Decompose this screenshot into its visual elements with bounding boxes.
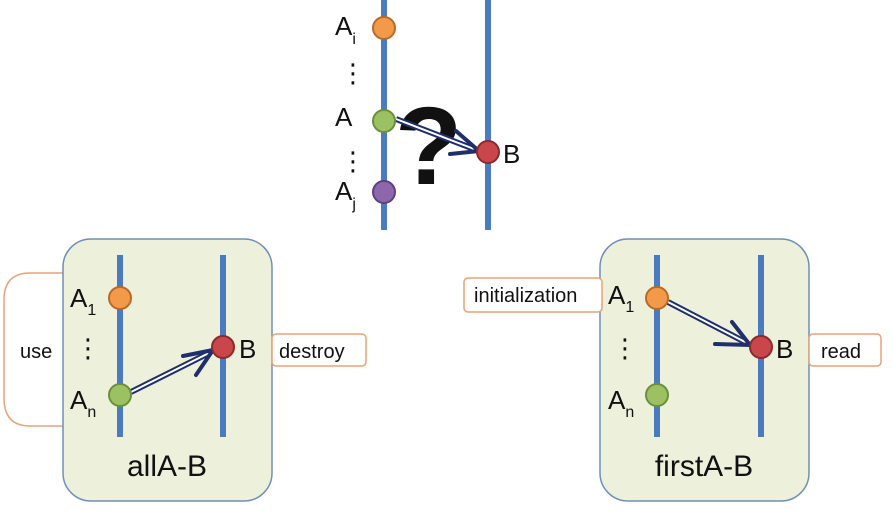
right-node-a1 [645, 286, 669, 310]
right-label-b: B [776, 334, 793, 364]
use-label: use [20, 341, 52, 363]
use-loop-callout [3, 272, 63, 427]
node-a-i [372, 16, 396, 40]
left-dots: ⋮ [75, 333, 101, 363]
label-b-top: B [503, 139, 520, 169]
node-b-top [476, 140, 500, 164]
left-label-a1: A1 [70, 283, 96, 319]
right-label-an: An [608, 385, 634, 421]
dots-top-2: ⋮ [340, 146, 366, 176]
left-label-an: An [70, 385, 96, 421]
right-node-an [645, 383, 669, 407]
node-a-j [372, 180, 396, 204]
right-dots: ⋮ [612, 333, 638, 363]
right-panel: initialization read A1 ⋮ An B firstA-B [463, 238, 882, 502]
destroy-callout [271, 333, 367, 367]
right-label-a1: A1 [608, 280, 634, 316]
left-node-an [108, 383, 132, 407]
label-a-j: Aj [335, 176, 356, 213]
right-node-b [749, 335, 773, 359]
left-label-b: B [239, 334, 256, 364]
initialization-label: initialization [474, 285, 577, 307]
top-section: Ai ⋮ A ⋮ Aj B ? [335, 0, 520, 230]
read-label: read [821, 341, 861, 363]
left-node-a1 [108, 286, 132, 310]
node-a [372, 109, 396, 133]
initialization-callout [463, 277, 603, 313]
left-node-b [211, 335, 235, 359]
question-mark: ? [395, 85, 462, 208]
left-panel: destroy use A1 ⋮ An B allA-B [3, 238, 367, 502]
use-label-bg [16, 336, 62, 366]
left-panel-title: allA-B [127, 450, 207, 483]
read-callout [808, 333, 882, 367]
label-a: A [335, 102, 353, 132]
label-a-i: Ai [335, 11, 356, 48]
destroy-label: destroy [279, 341, 345, 363]
right-panel-title: firstA-B [655, 450, 753, 483]
dots-top-1: ⋮ [340, 58, 366, 88]
